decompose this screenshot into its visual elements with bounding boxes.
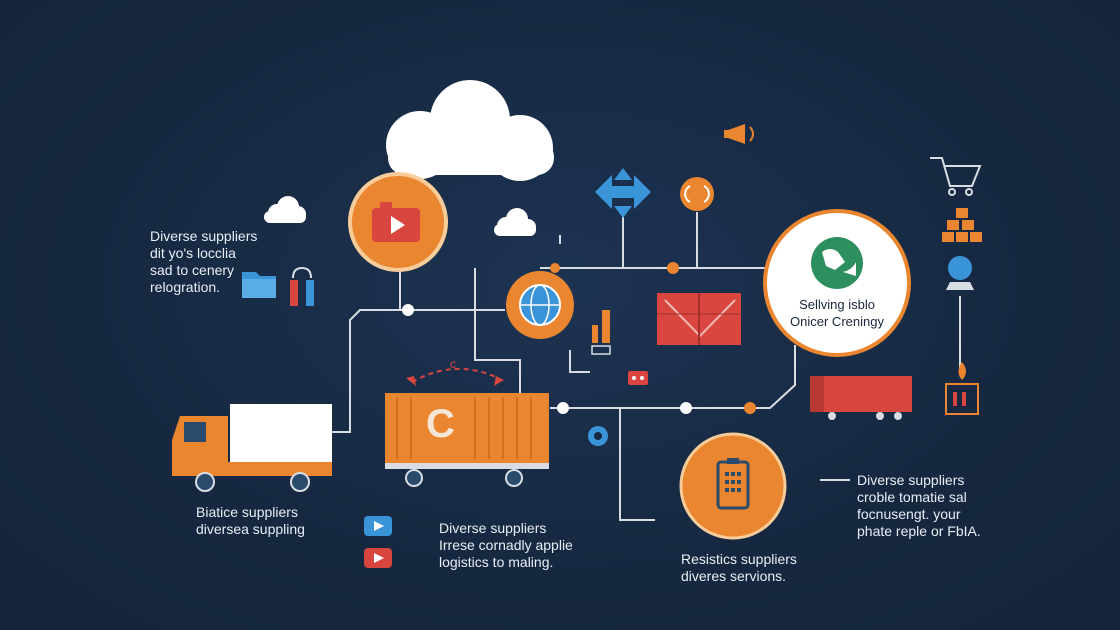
bottom-right-caption: Resistics suppliers diveres servions. <box>681 551 797 584</box>
red-container-icon <box>657 293 741 345</box>
connector-lines <box>330 212 961 521</box>
truck-icon <box>172 404 332 492</box>
arrows-icon <box>595 168 651 218</box>
middle-bottom-caption: Diverse suppliers Irrese cornadly applie… <box>439 520 573 570</box>
arrow-letter: c <box>450 357 456 371</box>
bar-chart-icon <box>591 310 611 355</box>
truck-caption: Biatice suppliers diversea suppling <box>196 504 305 537</box>
globe-icon <box>519 284 561 326</box>
play-badge-icon <box>628 371 648 385</box>
node-dot <box>680 402 692 414</box>
right-caption: Diverse suppliers croble tomatie sal foc… <box>857 472 981 539</box>
phone-circle <box>679 432 787 540</box>
fire-icon <box>945 362 979 415</box>
video-badge-icon <box>364 516 392 536</box>
video-play-icon <box>372 202 420 242</box>
megaphone-icon <box>724 124 754 144</box>
sync-icon <box>680 177 714 211</box>
node-dot <box>557 402 569 414</box>
globe-hand-icon <box>946 256 974 290</box>
dashed-arrow <box>411 368 499 383</box>
phone-icon <box>716 458 750 510</box>
refresh-icon <box>588 426 608 446</box>
node-dot <box>744 402 756 414</box>
circle-caption: Sellving isblo Onicer Creningy <box>790 297 884 329</box>
world-globe-icon <box>811 237 863 289</box>
node-dot <box>550 263 560 273</box>
small-cloud-icon <box>494 208 536 236</box>
container-letter: C <box>426 402 455 446</box>
node-dot <box>402 304 414 316</box>
blocks-icon <box>942 208 982 242</box>
line-nodes <box>402 262 756 414</box>
video-badge-icon <box>364 548 392 568</box>
container-truck-icon <box>810 376 912 420</box>
cloud-icon <box>386 80 554 181</box>
shipping-container-icon <box>385 393 549 487</box>
cart-icon <box>930 157 982 196</box>
left-top-caption: Diverse suppliers dit yo's locclia sad t… <box>150 228 258 295</box>
folder-icon <box>242 272 276 298</box>
node-dot <box>667 262 679 274</box>
small-cloud-icon <box>264 196 306 223</box>
battery-icon <box>290 266 314 306</box>
